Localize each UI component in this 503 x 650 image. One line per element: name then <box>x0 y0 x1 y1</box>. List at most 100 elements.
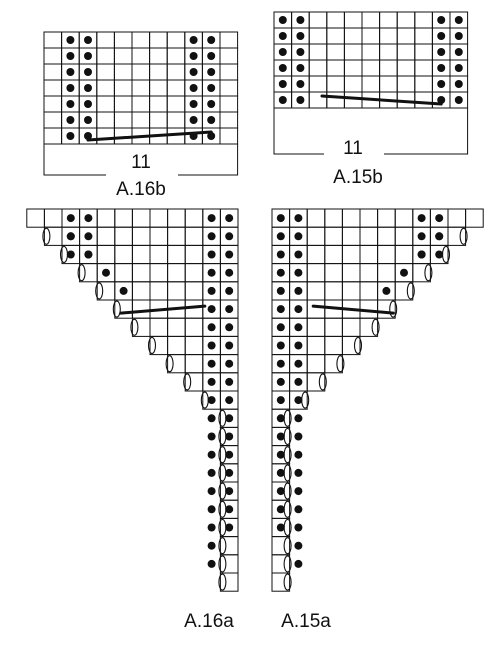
grid-cell <box>43 31 63 49</box>
knit-dot <box>207 432 216 441</box>
grid-cell <box>324 226 343 246</box>
yarn-over-symbol <box>283 555 292 573</box>
grid-cell <box>359 208 379 228</box>
knit-dot <box>207 468 216 477</box>
grid-cell <box>308 75 328 93</box>
knit-dot <box>382 286 391 295</box>
grid-cell <box>96 95 115 113</box>
knit-dot <box>454 48 463 56</box>
a16a-chart-label: A.16a <box>184 611 234 632</box>
knit-dot <box>207 68 216 76</box>
chart-a16b <box>43 31 239 176</box>
grid-cell <box>465 208 484 228</box>
grid-cell <box>343 75 363 93</box>
grid-cell <box>377 208 396 228</box>
knit-dot <box>119 286 128 295</box>
grid-cell <box>131 95 151 113</box>
grid-cell <box>447 208 467 228</box>
knit-dot <box>400 268 408 277</box>
knit-dot <box>207 487 216 496</box>
grid-cell <box>96 79 115 97</box>
grid-cell <box>429 244 449 265</box>
knit-dot <box>225 432 234 441</box>
knit-dot <box>294 396 303 405</box>
grid-cell <box>167 208 186 228</box>
grid-cell <box>149 63 168 81</box>
knit-dot <box>294 523 303 532</box>
yarn-over-symbol <box>218 537 227 555</box>
knit-dot <box>294 505 303 514</box>
grid-cell <box>43 226 63 246</box>
grid-cell <box>324 244 343 265</box>
grid-cell <box>394 281 414 301</box>
knit-dot <box>294 559 303 568</box>
grid-cell <box>149 47 168 65</box>
yarn-over-symbol <box>200 391 209 409</box>
grid-cell <box>341 263 361 283</box>
grid-cell <box>219 554 239 574</box>
grid-cell <box>131 63 151 81</box>
knit-dot <box>296 16 305 24</box>
grid-cell <box>361 43 381 61</box>
knit-dot <box>66 84 75 92</box>
knit-dot <box>454 64 463 72</box>
knit-dot <box>278 80 287 88</box>
grid-cell <box>359 317 379 337</box>
grid-cell <box>326 11 345 29</box>
knit-dot <box>276 377 285 386</box>
grid-cell <box>184 244 204 265</box>
grid-cell <box>308 27 328 45</box>
grid-cell <box>414 11 433 29</box>
grid-cell <box>341 226 361 246</box>
knit-dot <box>276 286 285 295</box>
grid-cell <box>114 244 133 265</box>
grid-cell <box>306 354 326 374</box>
yarn-over-symbol <box>218 518 227 537</box>
knit-dot <box>276 214 285 223</box>
grid-cell <box>96 31 115 49</box>
grid-cell <box>166 47 186 65</box>
grid-cell <box>306 281 326 301</box>
grid-cell <box>306 263 326 283</box>
grid-cell <box>43 79 63 97</box>
grid-cell <box>149 281 169 301</box>
grid-cell <box>149 335 169 356</box>
grid-cell <box>306 208 326 228</box>
yarn-over-symbol <box>283 464 292 482</box>
grid-cell <box>359 281 379 301</box>
grid-cell <box>414 75 433 93</box>
knit-dot <box>189 68 198 76</box>
knit-dot <box>225 214 234 223</box>
knit-dot <box>437 32 446 40</box>
knit-dot <box>207 359 216 368</box>
knit-dot <box>207 250 216 259</box>
knit-dot <box>294 232 303 241</box>
yarn-over-symbol <box>59 245 69 264</box>
knit-dot <box>294 323 303 332</box>
grid-cell <box>324 263 343 283</box>
grid-cell <box>149 79 168 97</box>
knit-dot <box>276 487 285 496</box>
decrease-line <box>86 130 213 142</box>
grid-cell <box>26 208 45 228</box>
grid-cell <box>271 572 291 592</box>
knit-dot <box>294 268 303 277</box>
knit-dot <box>278 32 287 40</box>
grid-cell <box>166 95 186 113</box>
knit-dot <box>225 286 234 295</box>
knit-dot <box>276 432 285 441</box>
knit-dot <box>66 116 75 124</box>
knit-dot <box>276 323 285 332</box>
knit-dot <box>207 214 216 223</box>
grid-cell <box>326 43 345 61</box>
grid-cell <box>396 27 416 45</box>
knit-dot <box>207 52 216 60</box>
knit-dot <box>276 268 285 277</box>
grid-cell <box>412 263 431 283</box>
knit-dot <box>294 432 303 441</box>
grid-cell <box>324 354 343 374</box>
grid-cell <box>379 11 398 29</box>
grid-cell <box>377 226 396 246</box>
knit-dot <box>278 64 287 72</box>
knit-dot <box>437 16 446 24</box>
